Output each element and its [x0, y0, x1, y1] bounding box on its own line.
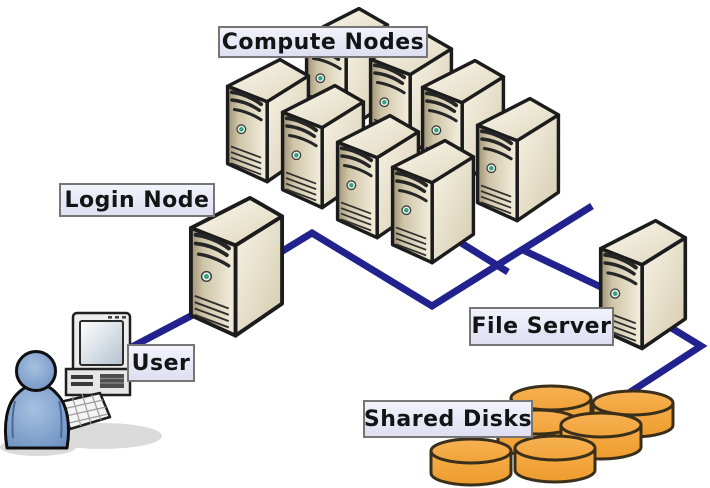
label-compute-nodes: Compute Nodes [218, 26, 428, 58]
user-computer-icon [58, 311, 132, 431]
link-compute-drop [456, 238, 510, 275]
shared-disks-text: Shared Disks [363, 406, 533, 432]
link-trunk-fileserver [521, 246, 605, 292]
label-user: User [127, 344, 195, 382]
shared-disk-icon [429, 437, 513, 487]
file-server-text: File Server [471, 314, 612, 339]
label-file-server: File Server [469, 307, 614, 346]
login-node-tower-icon [191, 198, 282, 336]
user-person-icon [3, 350, 71, 450]
compute-nodes-text: Compute Nodes [221, 29, 425, 55]
user-text: User [131, 350, 191, 376]
shared-disk-icon [513, 434, 597, 484]
link-login-trunk [274, 203, 594, 311]
login-node-text: Login Node [64, 187, 210, 213]
user-workstation [0, 311, 162, 456]
label-login-node: Login Node [59, 183, 215, 217]
label-shared-disks: Shared Disks [363, 400, 533, 438]
